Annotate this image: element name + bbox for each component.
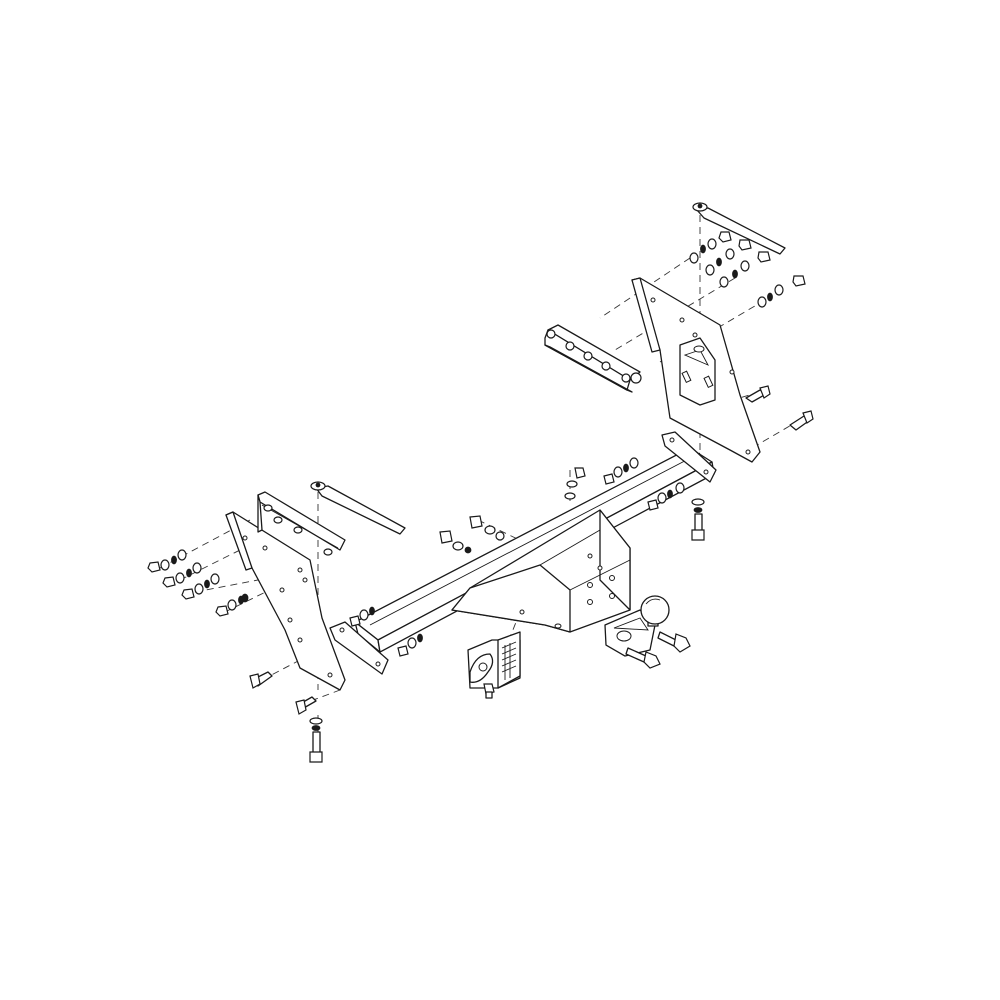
left-clamp-bar <box>257 491 346 556</box>
right-top-strap <box>692 202 786 255</box>
right-clamp-bar <box>544 324 642 393</box>
left-fastener-set <box>147 549 323 763</box>
crossbar-fastener-set <box>349 457 705 657</box>
right-side-plate <box>631 277 761 463</box>
right-fastener-set <box>689 231 814 431</box>
electrical-socket-plate <box>467 631 521 699</box>
left-top-strap <box>310 481 406 535</box>
socket-plate-hatch <box>501 641 517 680</box>
center-drop-bracket <box>451 509 631 633</box>
tow-ball-assembly <box>604 595 691 669</box>
